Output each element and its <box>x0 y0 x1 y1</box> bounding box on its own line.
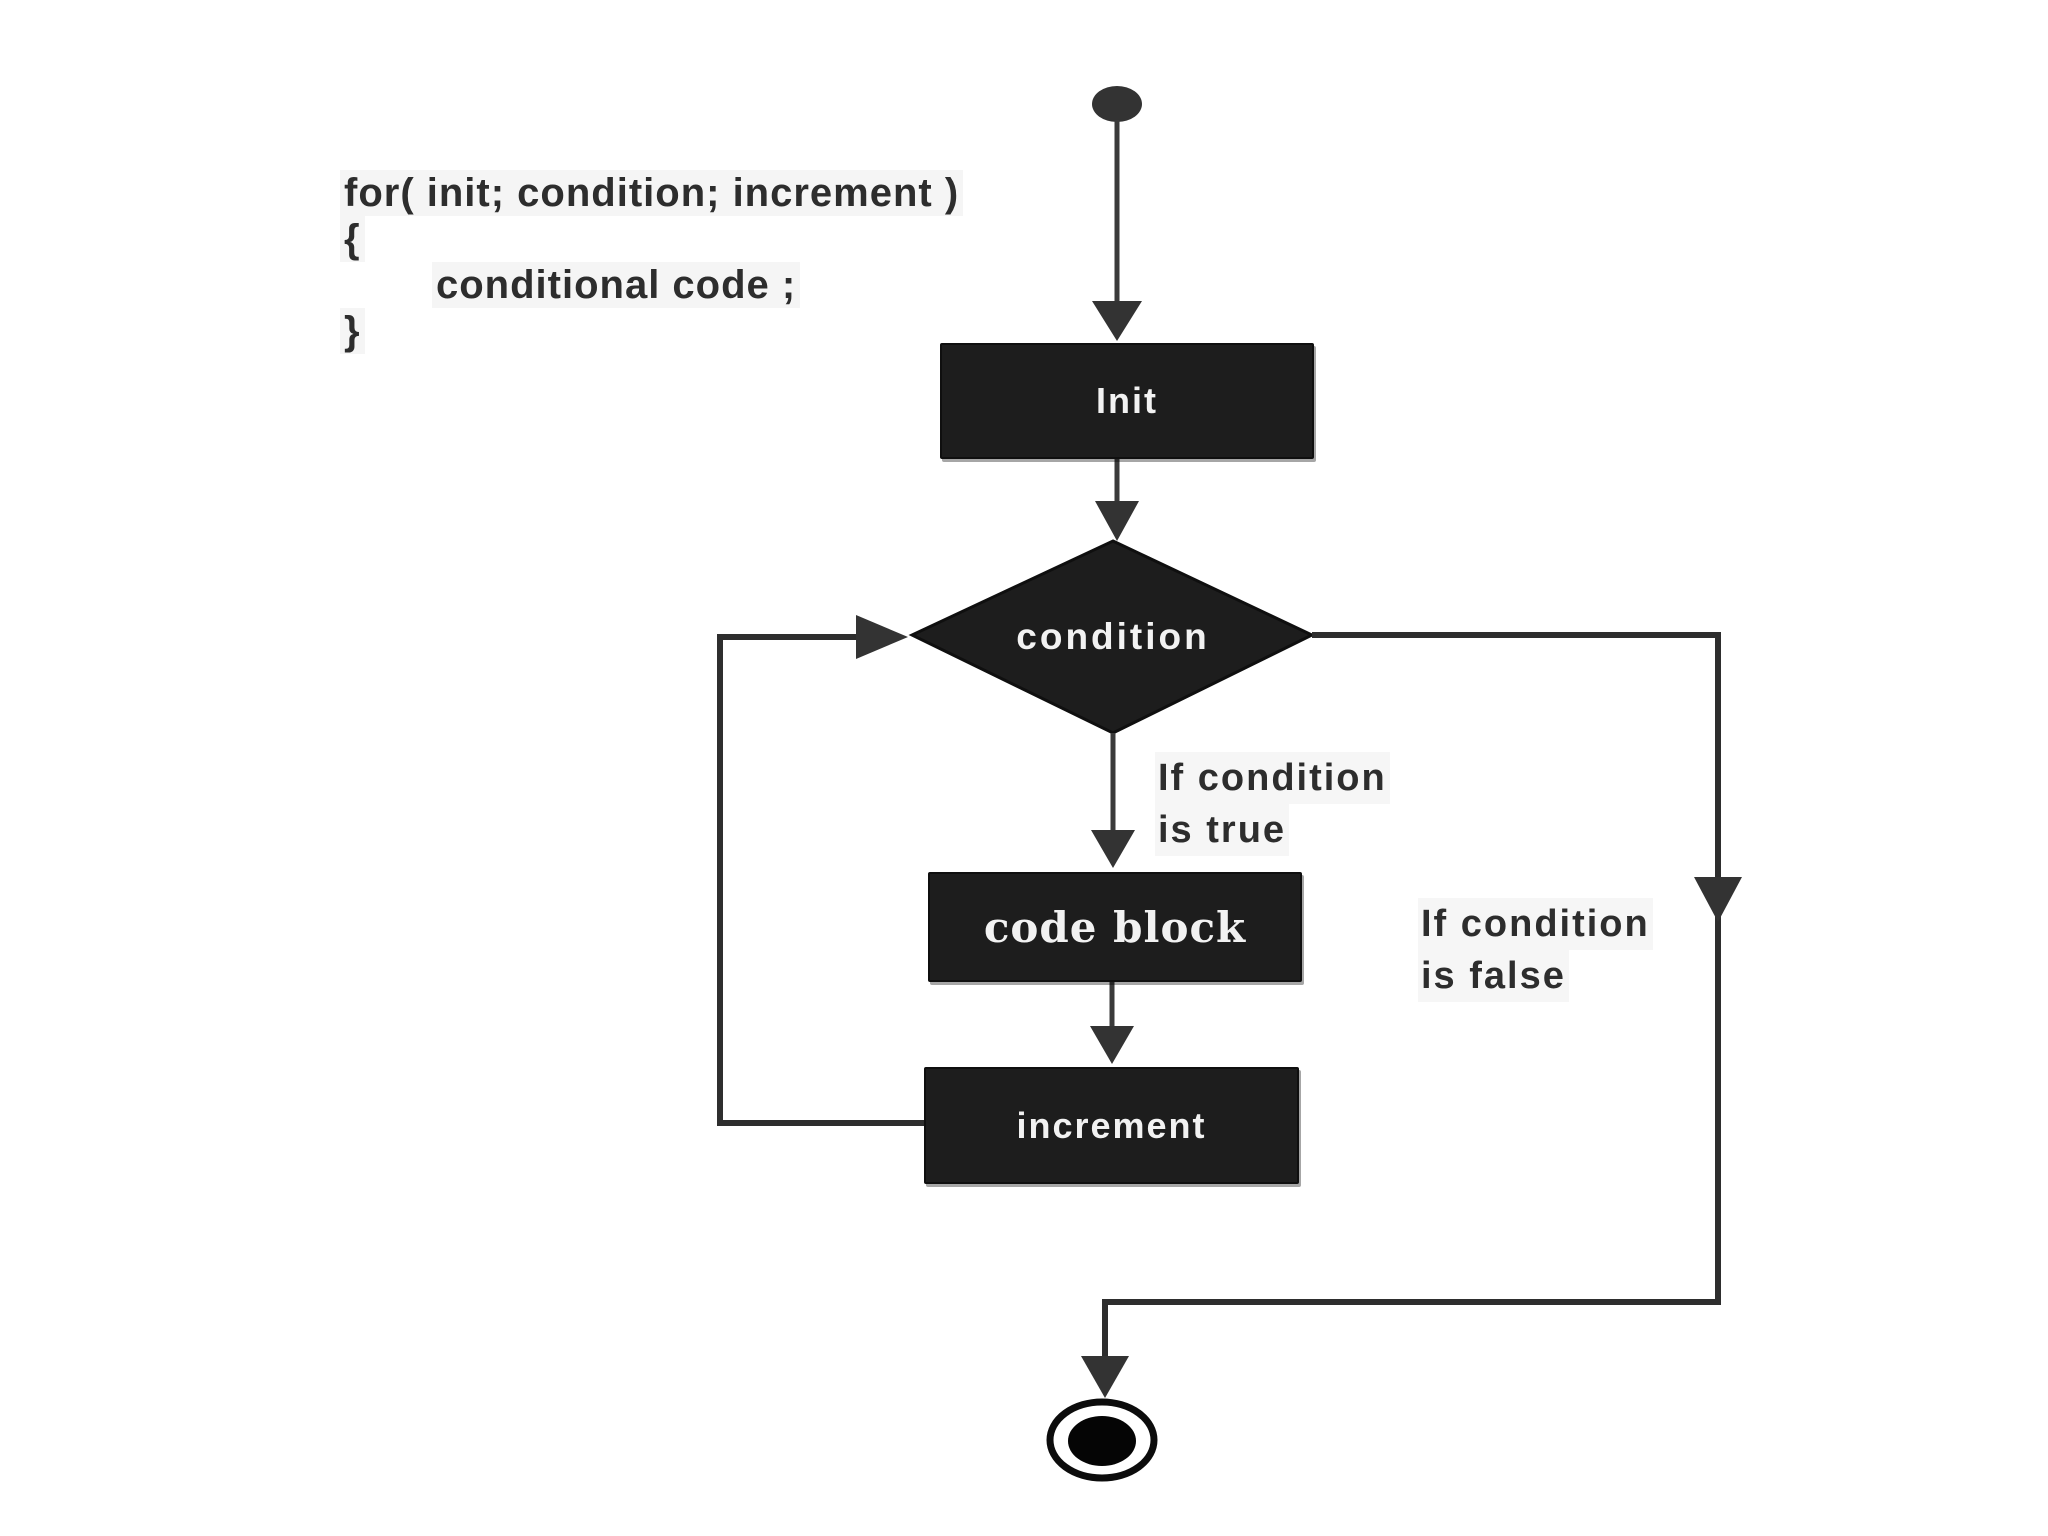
arrowhead-loop-into-condition <box>856 615 908 659</box>
code-line-body-text: conditional code ; <box>432 262 801 308</box>
init-node-label: Init <box>1096 380 1158 421</box>
false-branch-annotation: If condition is false <box>1418 898 1653 1002</box>
true-branch-line1: If condition <box>1155 752 1390 804</box>
condition-diamond-shape <box>908 539 1316 735</box>
code-block-node-label: code block <box>983 902 1247 952</box>
false-branch-line1: If condition <box>1418 898 1653 950</box>
code-line-for: for( init; condition; increment ) <box>340 170 964 216</box>
code-line-body: conditional code ; <box>340 262 963 308</box>
edge-increment-loop-back <box>717 634 924 1126</box>
code-line-open-brace: { <box>340 216 963 262</box>
false-branch-line2: is false <box>1418 950 1569 1002</box>
end-node-icon <box>1068 1416 1136 1466</box>
init-node: Init <box>940 343 1314 459</box>
end-node-outer-ring <box>1046 1398 1158 1482</box>
code-line-open-brace-text: { <box>340 216 365 262</box>
true-branch-annotation: If condition is true <box>1155 752 1390 856</box>
increment-node: increment <box>924 1067 1299 1184</box>
code-block-node: code block <box>928 872 1302 982</box>
code-line-for-text: for( init; condition; increment ) <box>340 170 964 216</box>
true-branch-line2: is true <box>1155 804 1290 856</box>
edge-false-branch <box>1102 632 1721 1358</box>
arrowhead-into-init <box>1092 301 1142 341</box>
arrowhead-into-code-block <box>1091 830 1135 868</box>
arrowhead-into-condition <box>1095 501 1139 541</box>
arrowhead-false-branch-mid <box>1694 877 1742 922</box>
arrowhead-into-end <box>1081 1356 1129 1398</box>
start-node-icon <box>1092 86 1142 122</box>
code-line-close-brace-text: } <box>340 308 365 354</box>
increment-node-label: increment <box>1016 1104 1207 1146</box>
arrowhead-into-increment <box>1090 1026 1134 1064</box>
code-snippet: for( init; condition; increment ) { cond… <box>340 170 964 354</box>
code-line-close-brace: } <box>340 308 963 354</box>
